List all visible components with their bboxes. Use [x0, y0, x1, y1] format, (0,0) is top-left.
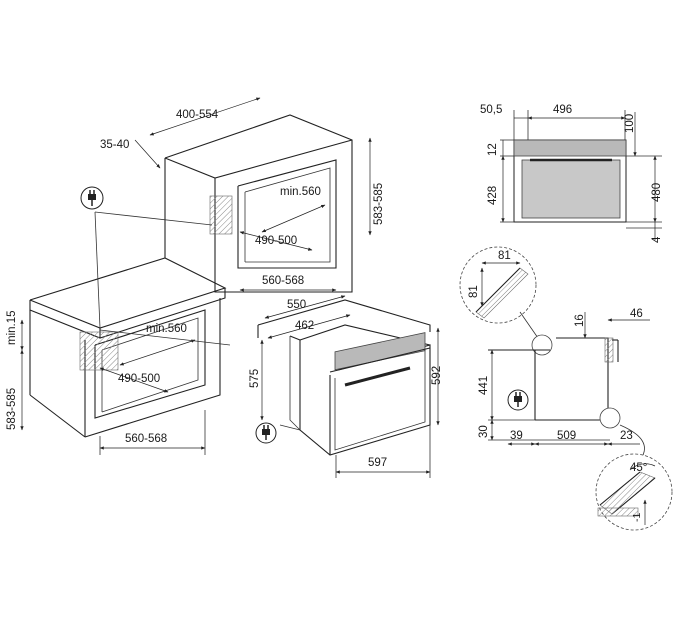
- power-plug-icon: [507, 389, 529, 411]
- dim-81-vertical: 81: [468, 285, 480, 298]
- dim-496: 496: [553, 104, 572, 116]
- vent-hatch: [209, 195, 233, 235]
- column-dims: 400-554 35-40 min.560 490-500 583-585 56…: [100, 97, 385, 292]
- dim-428: 428: [487, 186, 499, 205]
- dim-575: 575: [249, 369, 261, 388]
- dim-min560-top: min.560: [280, 186, 321, 198]
- dim-480: 480: [651, 183, 663, 202]
- dim-46: 46: [630, 308, 643, 320]
- dim-509: 509: [557, 430, 576, 442]
- power-plug-icon: [80, 186, 104, 210]
- vent-hatch-under: [79, 331, 119, 371]
- side-view: [488, 337, 621, 441]
- dim-550: 550: [287, 299, 306, 311]
- detail-45: 45° -1: [595, 424, 673, 531]
- detail-81: 81 81: [459, 246, 553, 356]
- undercounter-cabinet: [29, 257, 227, 438]
- front-door: [521, 159, 621, 219]
- oven-perspective: [257, 299, 431, 456]
- dim-min560-under: min.560: [146, 323, 187, 335]
- undercounter-dims: min.15 583-585 min.560 490-500 560-568: [6, 310, 206, 455]
- dim-39: 39: [510, 430, 523, 442]
- dim-12: 12: [487, 143, 499, 156]
- dim-16: 16: [574, 314, 586, 327]
- dim-minus1: -1: [631, 513, 643, 522]
- dim-583-585-under: 583-585: [6, 388, 18, 430]
- front-view: [500, 110, 662, 229]
- front-dims: 50,5 496 100 12 428 480 4: [480, 104, 663, 243]
- oven-handle: [344, 366, 411, 387]
- dim-400-554: 400-554: [176, 109, 219, 121]
- dim-592: 592: [431, 366, 443, 385]
- dim-81-horizontal: 81: [498, 250, 511, 262]
- dim-560-568-top: 560-568: [262, 275, 304, 287]
- dim-597: 597: [368, 457, 387, 469]
- dim-490-500-under: 490-500: [118, 373, 160, 385]
- dim-50-5: 50,5: [480, 104, 502, 116]
- dim-35-40: 35-40: [100, 139, 129, 151]
- angle-45: 45°: [630, 462, 647, 474]
- dim-583-585-top: 583-585: [373, 183, 385, 225]
- dim-100: 100: [624, 114, 636, 133]
- dim-490-500-top: 490-500: [255, 235, 297, 247]
- dim-23: 23: [620, 430, 633, 442]
- column-cabinet: [164, 114, 353, 293]
- dim-462: 462: [295, 320, 314, 332]
- oven-dims: 550 462 575 592 597: [249, 295, 443, 478]
- dim-560-568-under: 560-568: [125, 433, 167, 445]
- power-plug-icon: [255, 422, 277, 444]
- side-dims: 16 46 441 30 39 509 23: [478, 308, 650, 446]
- power-cables: [94, 211, 231, 346]
- dim-441: 441: [478, 376, 490, 395]
- dim-4: 4: [651, 236, 663, 243]
- dim-min15: min.15: [6, 310, 18, 345]
- dim-30: 30: [478, 425, 490, 438]
- front-control-panel: [513, 139, 627, 157]
- oven-control-panel: [334, 332, 426, 371]
